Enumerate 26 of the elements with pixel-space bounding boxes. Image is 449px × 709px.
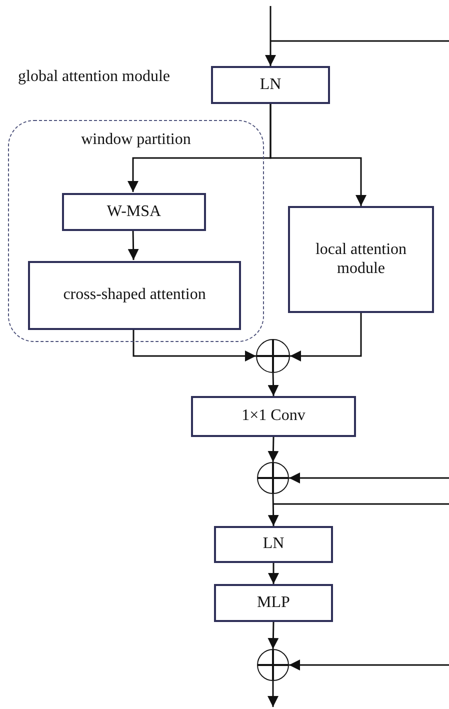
- arrow: [132, 329, 256, 362]
- dashed-group-frame: [8, 120, 264, 342]
- process-box: local attention module: [288, 206, 434, 313]
- arrow: [268, 436, 279, 462]
- arrow: [289, 660, 449, 670]
- arrow: [289, 472, 449, 484]
- process-box: cross-shaped attention: [28, 261, 241, 330]
- arrow: [265, 6, 276, 66]
- arrow: [270, 104, 366, 206]
- process-box: W-MSA: [62, 193, 206, 231]
- arrow: [268, 622, 279, 650]
- process-box: LN: [211, 66, 330, 104]
- arrow: [268, 494, 279, 526]
- sum-circle: [257, 649, 289, 681]
- process-box: 1×1 Conv: [191, 396, 356, 437]
- arrow: [290, 313, 362, 362]
- sum-circle: [256, 339, 290, 373]
- process-box: LN: [214, 526, 333, 563]
- arrow: [268, 563, 279, 584]
- arrow: [268, 372, 279, 396]
- group-title: window partition: [80, 131, 192, 149]
- sum-circle: [257, 462, 289, 494]
- module-label: global attention module: [17, 68, 171, 86]
- arrow: [128, 230, 139, 260]
- arrow: [268, 681, 278, 707]
- process-box: MLP: [214, 584, 333, 622]
